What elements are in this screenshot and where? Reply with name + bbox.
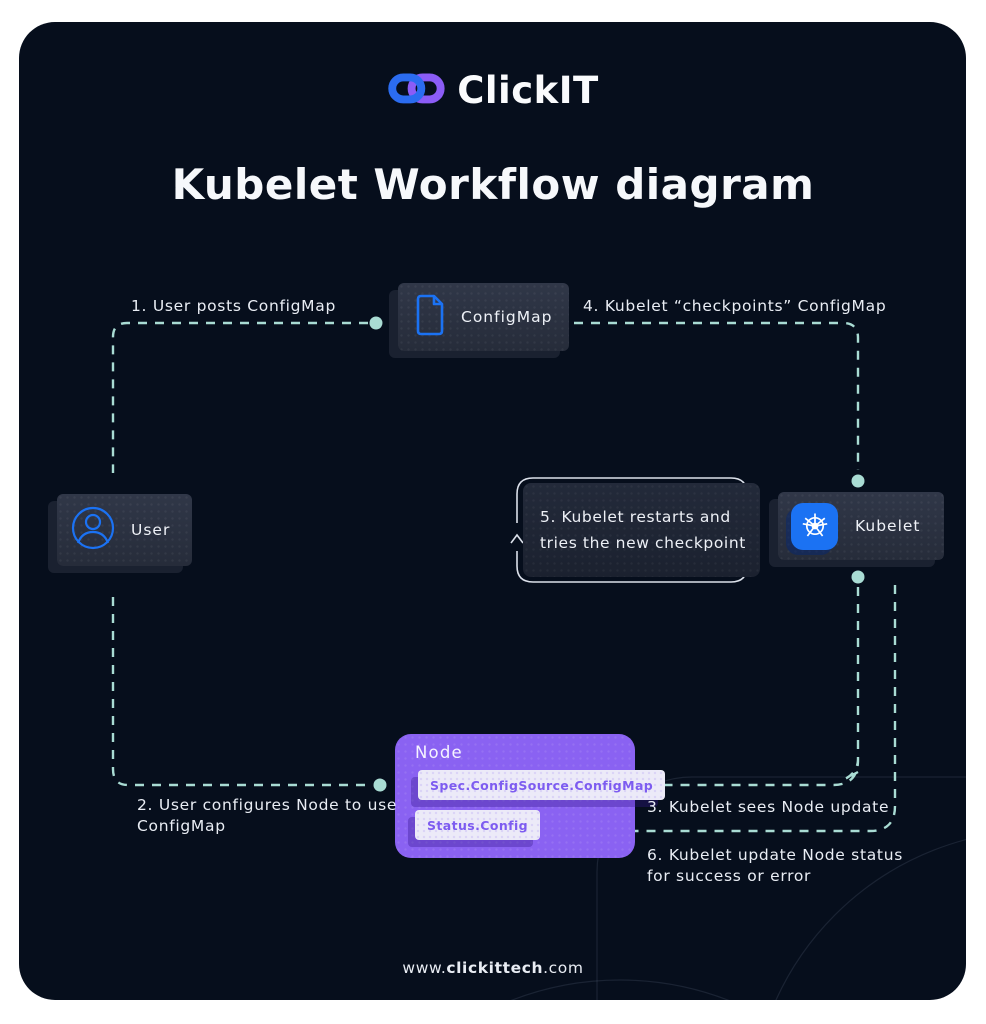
endpoint-dot (851, 474, 865, 488)
configmap-label: ConfigMap (461, 308, 553, 326)
step4-label: 4. Kubelet “checkpoints” ConfigMap (583, 297, 887, 315)
configmap-box: ConfigMap (398, 283, 569, 351)
kubernetes-helm-icon (791, 502, 838, 550)
user-label: User (131, 521, 171, 539)
dashed-path-step1-step2 (111, 321, 371, 787)
node-title: Node (415, 743, 463, 762)
decorative-arc (596, 776, 966, 1000)
node-field-spec: Spec.ConfigSource.ConfigMap (418, 770, 665, 800)
dashed-path-step3 (620, 587, 860, 787)
step2-label: 2. User configures Node to use ConfigMap (137, 795, 397, 837)
dashed-path-step6 (557, 585, 897, 833)
person-icon (70, 505, 116, 555)
dashed-path-step4 (557, 321, 860, 470)
kubelet-box: Kubelet (778, 492, 944, 560)
node-box: Node Spec.ConfigSource.ConfigMap Status.… (395, 734, 654, 858)
endpoint-dot (369, 316, 383, 330)
node-field-status: Status.Config (415, 810, 540, 840)
restart-line1: 5. Kubelet restarts and (540, 508, 731, 526)
step2-line1: 2. User configures Node to use (137, 796, 398, 814)
restart-line2: tries the new checkpoint (540, 534, 746, 552)
arrow-up-icon (510, 533, 524, 544)
footer-brand: clickittech (446, 959, 544, 977)
footer-www: www. (402, 959, 447, 977)
step6-line2: for success or error (647, 867, 812, 885)
page-title: Kubelet Workflow diagram (171, 160, 815, 209)
endpoint-dot (851, 570, 865, 584)
step2-line2: ConfigMap (137, 817, 226, 835)
brand-logo: ClickIT (0, 66, 986, 114)
endpoint-dot (373, 778, 387, 792)
step6-label: 6. Kubelet update Node status for succes… (647, 845, 903, 887)
kubelet-label: Kubelet (855, 517, 921, 535)
step6-line1: 6. Kubelet update Node status (647, 846, 904, 864)
decorative-arc (510, 979, 730, 1000)
user-box: User (57, 494, 192, 566)
connector-layer (111, 316, 966, 1000)
step1-label: 1. User posts ConfigMap (131, 297, 336, 315)
restart-loop-box: 5. Kubelet restarts and tries the new ch… (523, 483, 760, 577)
step3-label: 3. Kubelet sees Node update (647, 798, 890, 816)
chain-link-icon (387, 66, 445, 114)
footer-tld: .com (543, 959, 584, 977)
footer-url: www.clickittech.com (0, 959, 986, 977)
document-icon (414, 293, 446, 341)
logo-wordmark: ClickIT (457, 68, 599, 112)
